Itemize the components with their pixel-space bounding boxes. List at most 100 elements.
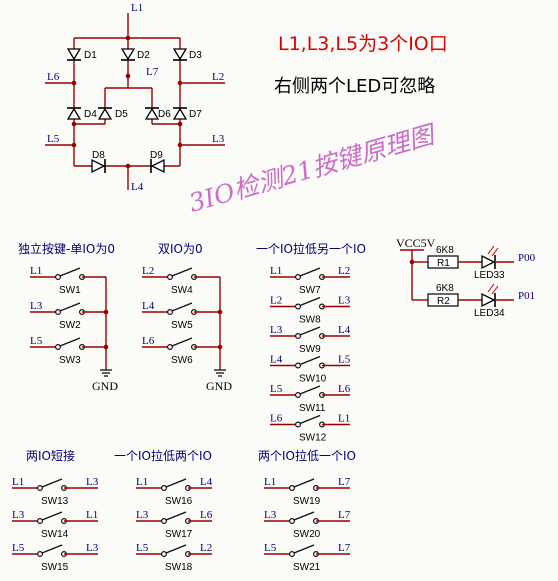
net-label-left: L5 (12, 542, 25, 554)
net-label-left: L1 (30, 265, 42, 277)
switch-lever (293, 544, 315, 554)
switch-name: SW7 (299, 285, 321, 296)
diode-name: D2 (137, 50, 150, 61)
net-label-left: L4 (270, 354, 283, 366)
switch-contact (161, 550, 168, 557)
switch-lever (59, 302, 81, 312)
net-label-right: L6 (200, 509, 213, 521)
switch-contact (289, 485, 296, 492)
gnd-label: GND (206, 379, 232, 393)
switch-contact (289, 517, 296, 524)
diode-name: D1 (84, 50, 97, 61)
switch-lever (171, 302, 193, 312)
net-label-l2: L2 (212, 71, 224, 83)
switch-lever (293, 511, 315, 521)
diode-d1 (66, 48, 82, 61)
switch-name: SW18 (165, 562, 193, 573)
vcc-label: VCC5V (396, 236, 436, 250)
switch-lever (41, 544, 63, 554)
diode-name: D5 (115, 109, 128, 120)
diode-d6 (144, 107, 160, 120)
led-block: VCC5V 6K8 R1 LED33 P00 6K8 R2 LED34 P01 (396, 236, 536, 319)
net-label-l4: L4 (131, 181, 144, 193)
diode-name: D7 (189, 109, 202, 120)
switch-contact (289, 550, 296, 557)
gnd-group-2: GND (206, 277, 232, 393)
switch-name: SW13 (41, 496, 69, 507)
section-title: 双IO为0 (158, 242, 203, 256)
section-title: 独立按键-单IO为0 (18, 241, 115, 256)
switch-name: SW11 (299, 403, 326, 414)
switch-name: SW12 (299, 433, 327, 444)
gnd-label: GND (92, 379, 118, 393)
led-name: LED33 (474, 270, 505, 281)
net-label-p00: P00 (518, 252, 536, 264)
switch-name: SW9 (299, 344, 321, 355)
net-label-left: L4 (142, 300, 155, 312)
switch-name: SW19 (293, 496, 321, 507)
switch-lever (41, 511, 63, 521)
switch-lever (171, 337, 193, 347)
switch-name: SW16 (165, 496, 193, 507)
section-title: 两IO短接 (26, 448, 75, 463)
net-label-right: L7 (338, 509, 351, 521)
section-title: 两个IO拉低一个IO (258, 448, 356, 463)
net-label-right: L1 (338, 413, 350, 425)
switch-lever (299, 385, 321, 395)
switch-lever (171, 267, 193, 277)
net-label-right: L5 (338, 354, 351, 366)
net-label-right: L2 (200, 542, 212, 554)
switch-contact (295, 421, 302, 428)
switch-lever (59, 337, 81, 347)
diode-name: D3 (189, 50, 202, 61)
switch-contact (295, 274, 302, 281)
switch-lever (41, 478, 63, 488)
switch-name: SW1 (59, 285, 81, 296)
net-label-left: L3 (136, 509, 149, 521)
switch-lever (165, 478, 187, 488)
net-label-l7: L7 (146, 66, 159, 78)
net-label-p01: P01 (518, 290, 535, 302)
switch-name: SW21 (293, 562, 321, 573)
section-title: 一个IO拉低两个IO (114, 448, 212, 463)
switch-name: SW5 (171, 320, 193, 331)
switch-name: SW10 (299, 374, 327, 385)
diode-d8 (91, 158, 106, 174)
net-label-left: L3 (270, 324, 283, 336)
switch-contact (36, 550, 43, 557)
diode-name: D8 (92, 150, 105, 161)
diode-bridge: L1 L6 L2 L7 L5 L3 L4 D1 D2 D3 D4 D5 D6 D… (45, 2, 225, 193)
led-name: LED34 (474, 308, 505, 319)
net-label-right: L4 (338, 324, 351, 336)
switch-contact (161, 485, 168, 492)
net-label-l1: L1 (131, 2, 143, 14)
switch-name: SW6 (171, 355, 193, 366)
note-io-ports: L1,L3,L5为3个IO口 (278, 33, 448, 55)
switch-lever (299, 355, 321, 366)
switch-contact (295, 303, 302, 310)
switch-contact (295, 333, 302, 340)
net-label-right: L7 (338, 476, 351, 488)
switch-contact (54, 274, 61, 281)
net-label-l5: L5 (47, 133, 60, 145)
switch-name: SW15 (41, 562, 69, 573)
note-led-ignore: 右侧两个LED可忽略 (274, 76, 435, 97)
switch-lever (299, 326, 321, 336)
net-label-left: L3 (264, 509, 277, 521)
diode-d7 (172, 107, 188, 120)
section-title: 一个IO拉低另一个IO (256, 241, 366, 256)
net-label-right: L2 (338, 265, 350, 277)
resistor-value: 6K8 (436, 283, 454, 294)
switch-contact (36, 485, 43, 492)
net-label-left: L2 (270, 295, 282, 307)
